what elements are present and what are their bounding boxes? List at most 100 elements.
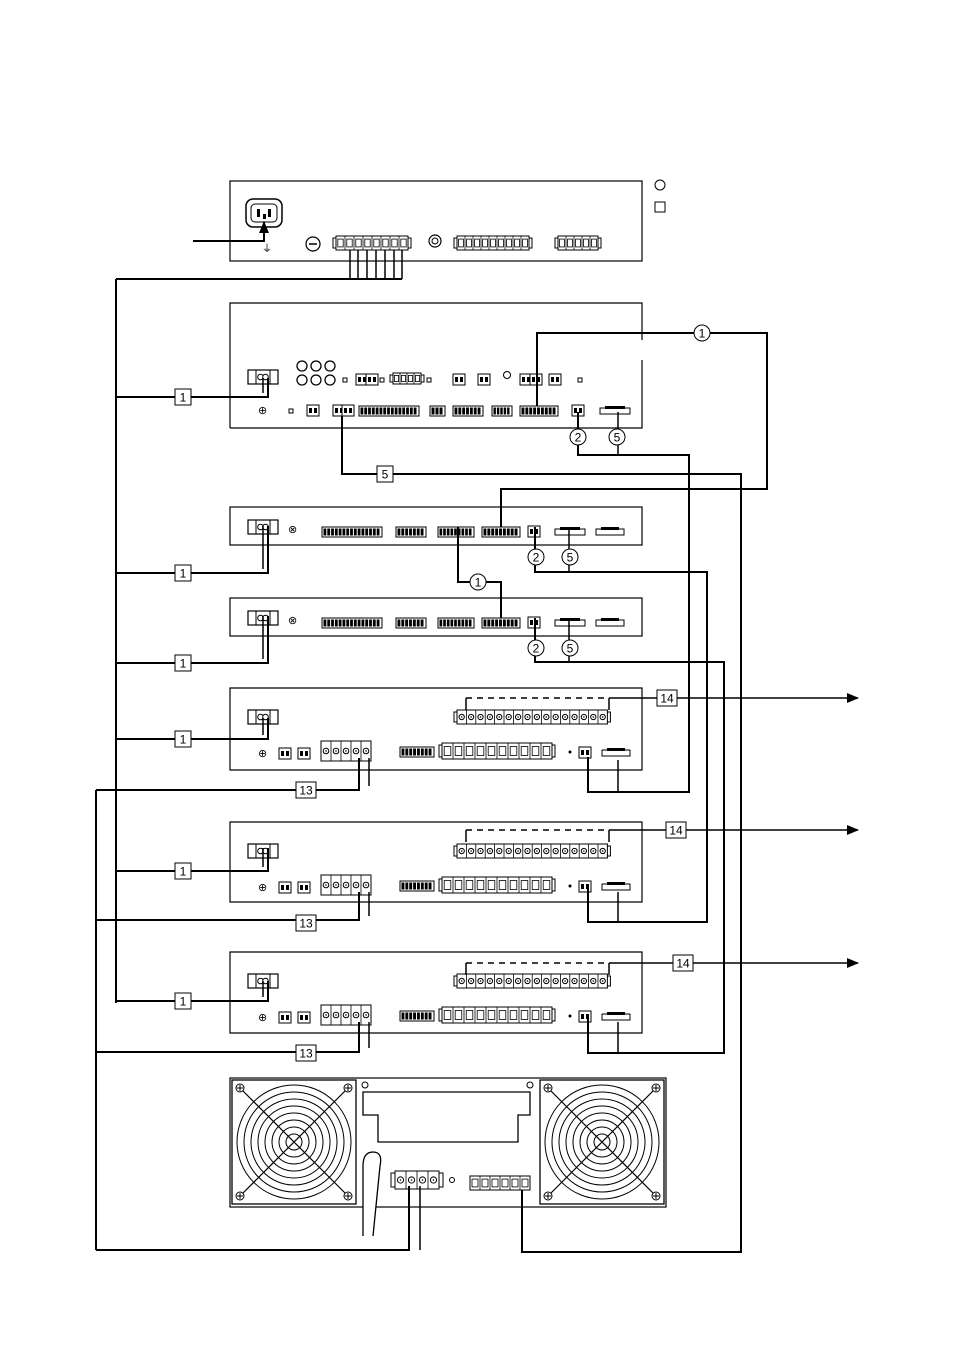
- cable-label-text: 1: [180, 567, 187, 581]
- output-terminal-block: [333, 236, 411, 250]
- amplifier-input-10p: [439, 877, 555, 893]
- cable-label-c14: 14: [666, 822, 686, 838]
- two-pin-connector: [549, 374, 561, 385]
- indicator-led: [578, 378, 582, 382]
- cable-label-c1: 1: [175, 731, 191, 747]
- svg-text:⊕: ⊕: [258, 882, 267, 894]
- flat-connector: [520, 406, 558, 416]
- power-distributor-unit: ⏚: [230, 181, 642, 261]
- speaker-terminal-block: [321, 875, 371, 895]
- indicator-led: [343, 378, 347, 382]
- cable-label-c5: 5: [377, 466, 393, 482]
- terminal-block-5p: [555, 236, 601, 250]
- flat-connector: [482, 618, 520, 628]
- expansion-unit-1: ⊗: [230, 507, 642, 545]
- terminal-block-16p: [322, 618, 382, 628]
- two-pin-connector: [453, 374, 465, 385]
- flat-connector: [482, 527, 520, 537]
- cable-label-text: 1: [699, 327, 706, 341]
- cable-label-c14: 14: [673, 955, 693, 971]
- two-pin-connector: [279, 748, 291, 759]
- cable-label-text: 1: [180, 865, 187, 879]
- cable-label-text: 2: [575, 431, 582, 445]
- two-pin-connector: [579, 1011, 591, 1022]
- amplifier-unit-3: ⊕: [230, 952, 642, 1033]
- cable-label-c1: 1: [175, 993, 191, 1009]
- svg-text:⊗: ⊗: [288, 524, 297, 536]
- fuse-icon: [429, 235, 441, 247]
- cable-label-text: 1: [180, 733, 187, 747]
- cable-label-text: 5: [382, 468, 389, 482]
- wire: [116, 378, 268, 397]
- output-terminal-8p: [333, 236, 411, 250]
- cable-label-c13: 13: [296, 915, 316, 931]
- cable-label-text: 2: [533, 642, 540, 656]
- flat-connector: [492, 406, 512, 416]
- cable-label-c2: 2: [528, 640, 544, 656]
- indicator-led: [427, 378, 431, 382]
- cable-label-c5: 5: [562, 640, 578, 656]
- cable-label-text: 14: [660, 692, 674, 706]
- power-supply-unit: [230, 1078, 666, 1236]
- main-unit: ⊕: [230, 303, 642, 428]
- expansion-unit-2: ⊗: [230, 598, 642, 636]
- two-pin-connector: [298, 748, 310, 759]
- output-terminal-16p: [454, 974, 610, 988]
- output-terminal-16p: [454, 710, 610, 724]
- two-pin-connector: [298, 882, 310, 893]
- cable-label-text: 1: [180, 995, 187, 1009]
- input-jacks: [297, 361, 335, 385]
- svg-text:⊕: ⊕: [258, 1012, 267, 1024]
- cable-label-text: 13: [299, 784, 313, 798]
- cable-label-text: 13: [299, 917, 313, 931]
- flat-connector: [453, 406, 483, 416]
- two-pin-connector: [298, 1012, 310, 1023]
- terminal-block-16p: [322, 527, 382, 537]
- cable-label-text: 14: [669, 824, 683, 838]
- two-pin-connector: [366, 374, 378, 385]
- svg-text:⊕: ⊕: [258, 748, 267, 760]
- flat-connector: [438, 618, 474, 628]
- two-pin-connector: [579, 747, 591, 758]
- amplifier-input-10p: [439, 1007, 555, 1023]
- cooling-fan-left-icon: [232, 1080, 356, 1204]
- flat-connector: [430, 406, 445, 416]
- cable-label-text: 13: [299, 1047, 313, 1061]
- cable-label-c14: 14: [657, 690, 677, 706]
- two-pin-connector: [478, 374, 490, 385]
- svg-text:⊕: ⊕: [258, 405, 267, 417]
- cable-label-text: 2: [533, 551, 540, 565]
- cable-label-c13: 13: [296, 1045, 316, 1061]
- flat-connector: [438, 527, 474, 537]
- legend-circle-icon: [655, 180, 665, 190]
- cable-label-text: 5: [567, 551, 574, 565]
- cable-label-c13: 13: [296, 782, 316, 798]
- cable-label-c5: 5: [609, 429, 625, 445]
- cable-label-text: 5: [614, 431, 621, 445]
- two-pin-connector: [279, 1012, 291, 1023]
- terminal-block-4p: [390, 373, 424, 384]
- terminal-block-16p: [359, 406, 419, 416]
- indicator-led: [380, 378, 384, 382]
- link-cable-1-a: [501, 333, 767, 527]
- speaker-terminal-block: [321, 1005, 371, 1025]
- amplifier-unit-2: ⊕: [230, 822, 642, 902]
- cable-label-c1: 1: [470, 574, 486, 590]
- two-pin-connector: [342, 405, 354, 416]
- legend-square-icon: [655, 202, 665, 212]
- flat-connector: [400, 747, 434, 757]
- flat-connector: [396, 527, 426, 537]
- cable-label-c2: 2: [570, 429, 586, 445]
- cable-label-c1: 1: [175, 565, 191, 581]
- output-terminal-16p: [454, 844, 610, 858]
- dc-output-terminal: [391, 1171, 443, 1189]
- cable-label-text: 5: [567, 642, 574, 656]
- cable-label-c1: 1: [175, 389, 191, 405]
- cable-label-c5: 5: [562, 549, 578, 565]
- cable-label-text: 1: [180, 657, 187, 671]
- amplifier-unit-1: ⊕: [230, 688, 642, 770]
- amplifier-input-10p: [439, 743, 555, 759]
- cable-label-text: 1: [475, 576, 482, 590]
- two-pin-connector: [307, 405, 319, 416]
